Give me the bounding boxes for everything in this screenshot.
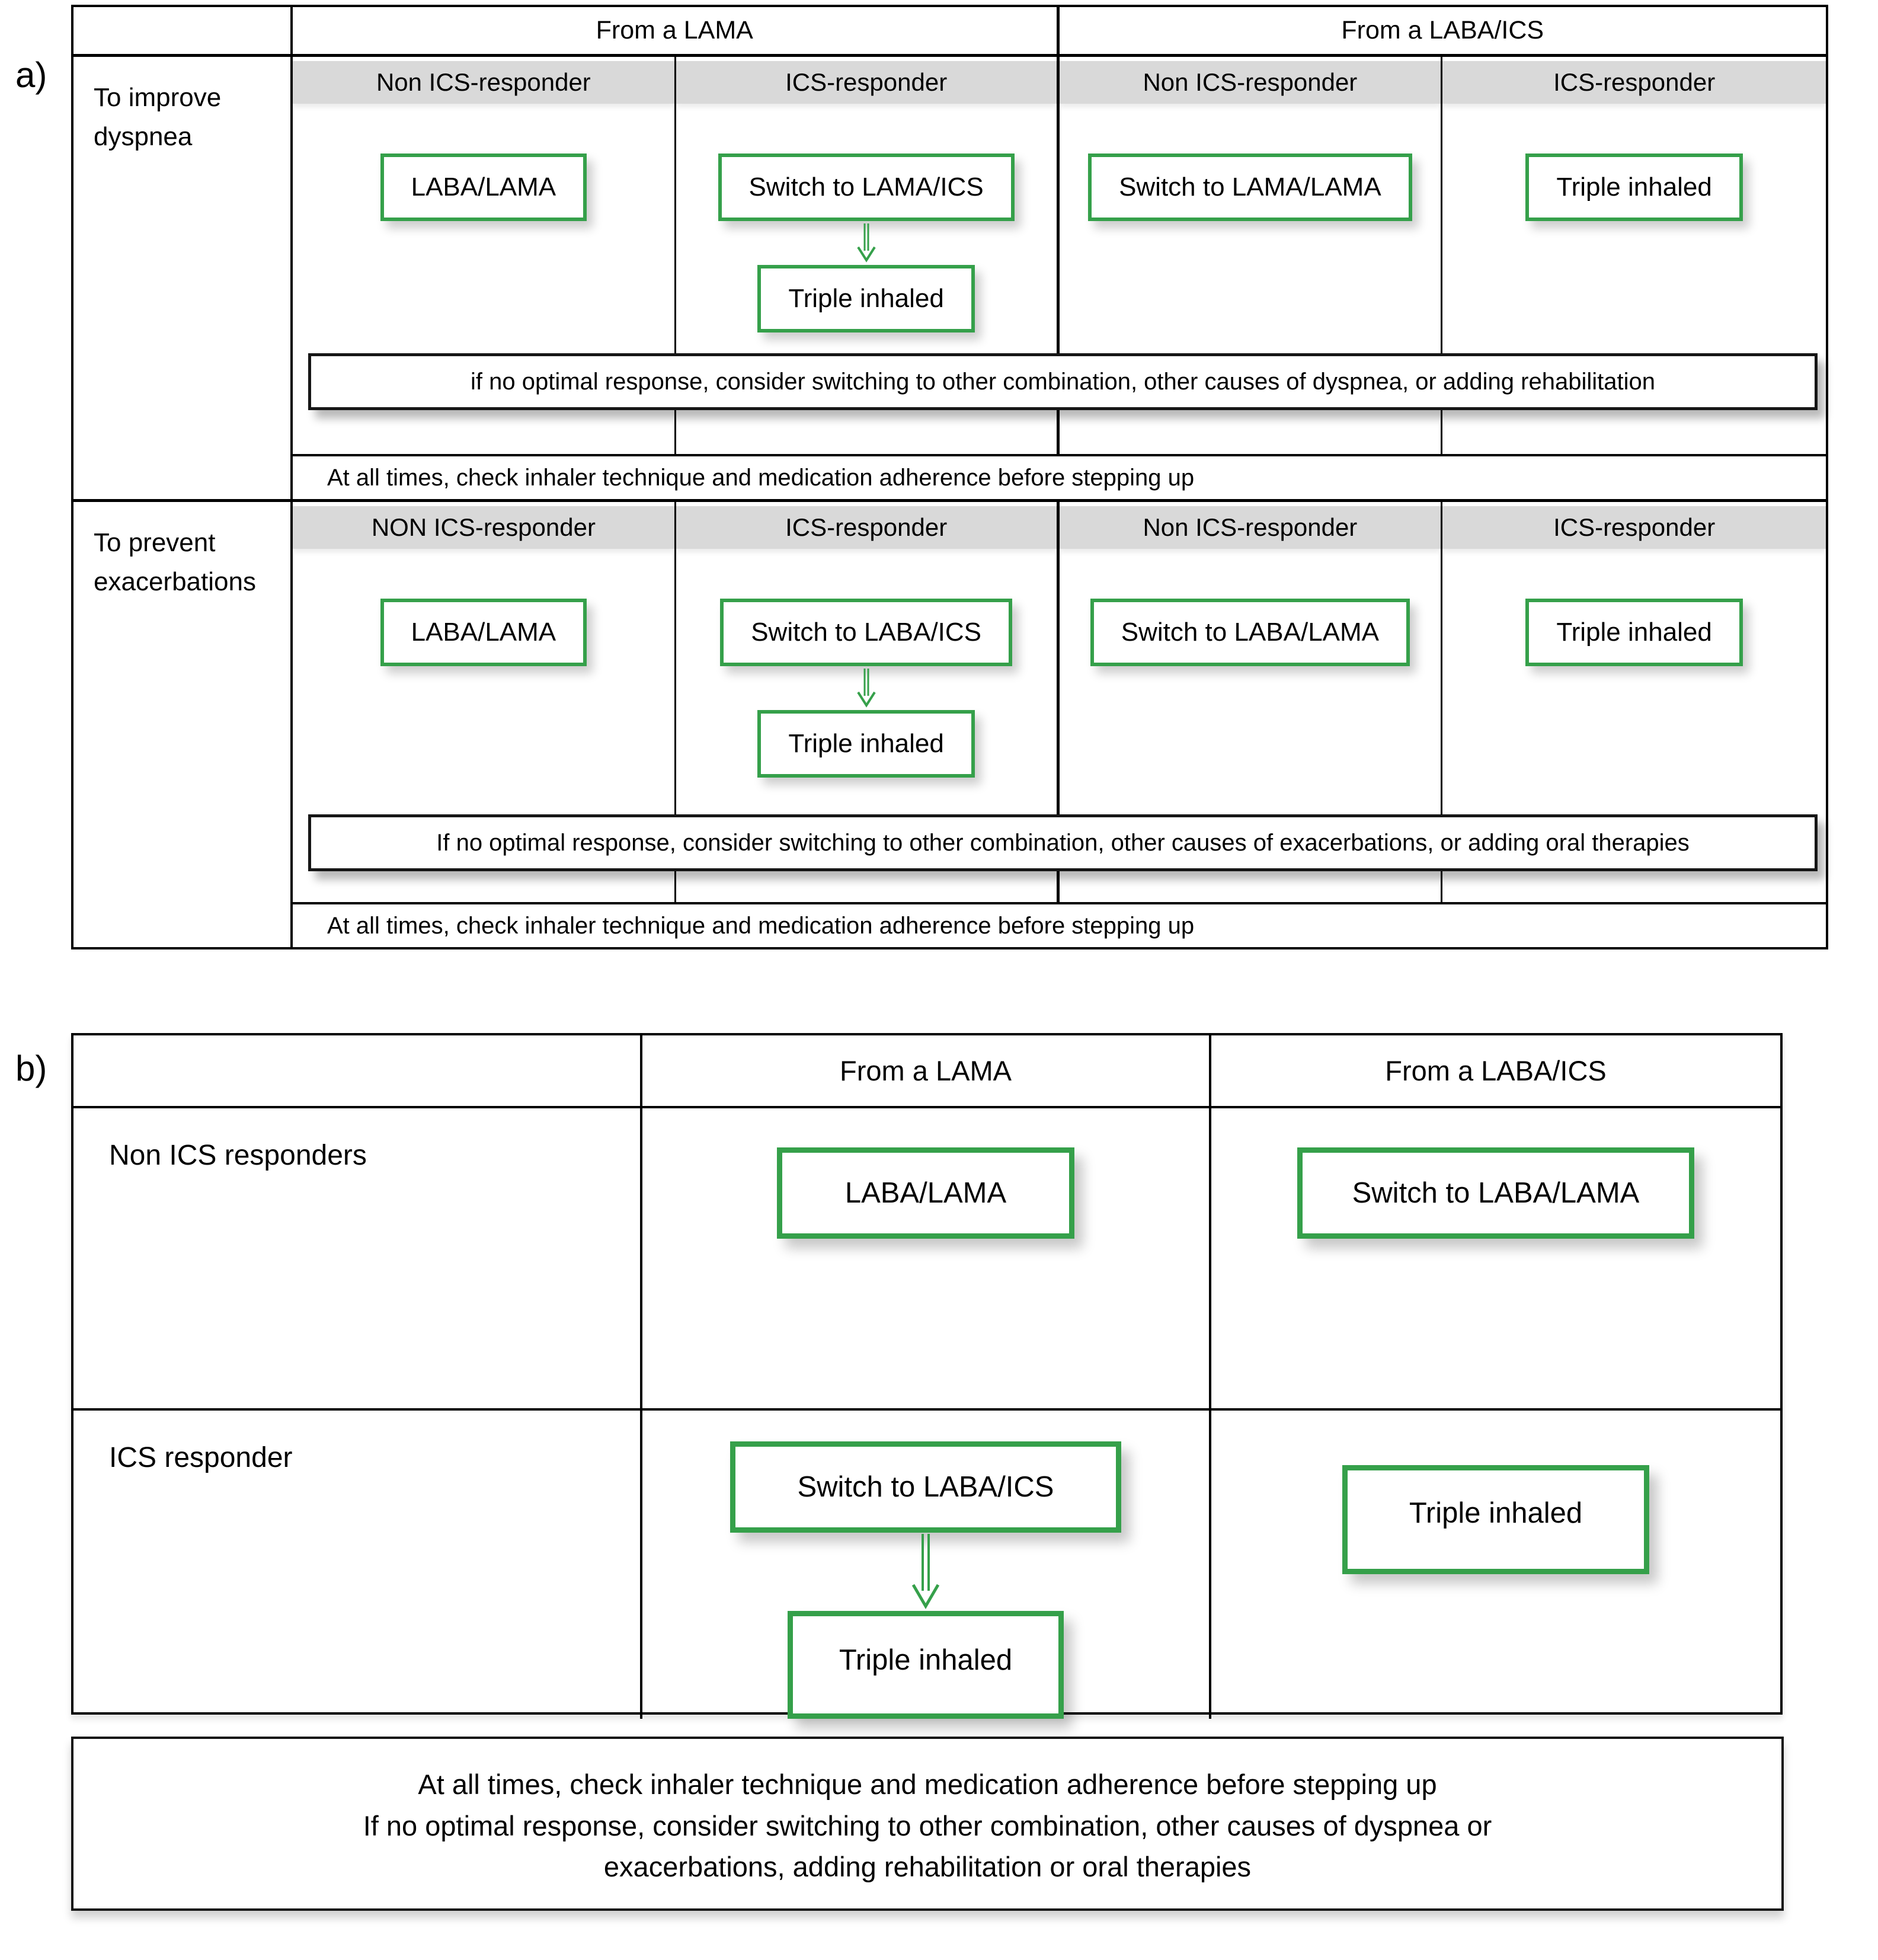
column-header: Non ICS-responder <box>1059 61 1441 104</box>
panel-b-label: b) <box>15 1048 47 1088</box>
column-ics-responder: ICS-responder Triple inhaled <box>1442 57 1826 454</box>
down-arrow-icon <box>856 669 876 708</box>
treatment-box: Switch to LABA/ICS <box>730 1441 1121 1533</box>
b-header-from-labaics: From a LABA/ICS <box>1211 1035 1780 1108</box>
column-header: NON ICS-responder <box>293 506 674 549</box>
treatment-stack: LABA/LAMA <box>380 599 587 666</box>
treatment-box: Triple inhaled <box>1525 154 1743 221</box>
treatment-box: Switch to LAMA/LAMA <box>1088 154 1412 221</box>
treatment-box: Triple inhaled <box>787 1611 1064 1719</box>
treatment-stack: Switch to LABA/ICS Triple inhaled <box>720 599 1013 778</box>
section-columns: Non ICS-responder LABA/LAMA ICS-responde… <box>293 57 1826 454</box>
adherence-row: At all times, check inhaler technique an… <box>293 454 1826 499</box>
column-non-ics-responder: Non ICS-responder LABA/LAMA <box>293 57 676 454</box>
b-header-from-lama: From a LAMA <box>642 1035 1211 1108</box>
treatment-stack: Switch to LAMA/ICS Triple inhaled <box>718 154 1015 332</box>
panel-a-corner-cell <box>73 7 293 57</box>
column-non-ics-responder: Non ICS-responder Switch to LABA/LAMA <box>1059 502 1443 902</box>
note-bar: if no optimal response, consider switchi… <box>308 353 1818 410</box>
row-label-prevent-exacerbations: To prevent exacerbations <box>73 502 293 947</box>
panel-a-table: From a LAMA From a LABA/ICS To improve d… <box>71 5 1828 949</box>
column-non-ics-responder: NON ICS-responder LABA/LAMA <box>293 502 676 902</box>
column-ics-responder: ICS-responder Switch to LABA/ICS Triple … <box>676 502 1060 902</box>
b-row-label-ics: ICS responder <box>73 1411 642 1719</box>
treatment-stack: Triple inhaled <box>1525 154 1743 221</box>
column-non-ics-responder: Non ICS-responder Switch to LAMA/LAMA <box>1059 57 1443 454</box>
treatment-box: Triple inhaled <box>1342 1465 1650 1574</box>
section-prevent-exacerbations: NON ICS-responder LABA/LAMA ICS-responde… <box>293 502 1826 947</box>
column-header: Non ICS-responder <box>1059 506 1441 549</box>
group-header-from-lama: From a LAMA <box>293 7 1060 54</box>
column-header: Non ICS-responder <box>293 61 674 104</box>
treatment-stack: LABA/LAMA <box>380 154 587 221</box>
panel-b-table: From a LAMA From a LABA/ICS Non ICS resp… <box>71 1033 1783 1719</box>
down-arrow-icon <box>856 223 876 263</box>
section-improve-dyspnea: Non ICS-responder LABA/LAMA ICS-responde… <box>293 57 1826 502</box>
panel-b-corner-cell <box>73 1035 642 1108</box>
treatment-box: LABA/LAMA <box>380 154 587 221</box>
column-header: ICS-responder <box>1442 61 1826 104</box>
column-ics-responder: ICS-responder Switch to LAMA/ICS Triple … <box>676 57 1060 454</box>
treatment-box: Triple inhaled <box>1525 599 1743 666</box>
treatment-box: Switch to LABA/ICS <box>720 599 1013 666</box>
b-row-label-non-ics: Non ICS responders <box>73 1108 642 1411</box>
treatment-box: Triple inhaled <box>757 265 975 332</box>
footer-note-box: At all times, check inhaler technique an… <box>71 1737 1784 1911</box>
treatment-stack: Triple inhaled <box>1525 599 1743 666</box>
treatment-box: LABA/LAMA <box>776 1147 1075 1239</box>
treatment-box: LABA/LAMA <box>380 599 587 666</box>
panel-a-group-header-row: From a LAMA From a LABA/ICS <box>293 7 1826 57</box>
column-header: ICS-responder <box>676 506 1057 549</box>
b-cell-nonics-lama: LABA/LAMA <box>642 1108 1211 1411</box>
footer-line: At all times, check inhaler technique an… <box>418 1769 1437 1800</box>
footer-line: If no optimal response, consider switchi… <box>363 1809 1492 1841</box>
column-ics-responder: ICS-responder Triple inhaled <box>1442 502 1826 902</box>
note-bar: If no optimal response, consider switchi… <box>308 814 1818 871</box>
b-cell-nonics-labaics: Switch to LABA/LAMA <box>1211 1108 1780 1411</box>
row-label-improve-dyspnea: To improve dyspnea <box>73 57 293 502</box>
treatment-box: Switch to LAMA/ICS <box>718 154 1015 221</box>
footer-line: exacerbations, adding rehabilitation or … <box>603 1851 1252 1883</box>
section-columns: NON ICS-responder LABA/LAMA ICS-responde… <box>293 502 1826 902</box>
treatment-stack: Switch to LABA/LAMA <box>1090 599 1410 666</box>
treatment-box: Switch to LABA/LAMA <box>1090 599 1410 666</box>
group-header-from-labaics: From a LABA/ICS <box>1341 16 1544 44</box>
adherence-row: At all times, check inhaler technique an… <box>293 902 1826 947</box>
treatment-box: Switch to LABA/LAMA <box>1297 1147 1695 1239</box>
down-arrow-icon <box>911 1534 940 1609</box>
treatment-box: Triple inhaled <box>757 710 975 778</box>
panel-a-label: a) <box>15 55 47 95</box>
b-cell-ics-labaics: Triple inhaled <box>1211 1411 1780 1719</box>
column-header: ICS-responder <box>676 61 1057 104</box>
column-header: ICS-responder <box>1442 506 1826 549</box>
b-cell-ics-lama: Switch to LABA/ICS Triple inhaled <box>642 1411 1211 1719</box>
treatment-stack: Switch to LAMA/LAMA <box>1088 154 1412 221</box>
